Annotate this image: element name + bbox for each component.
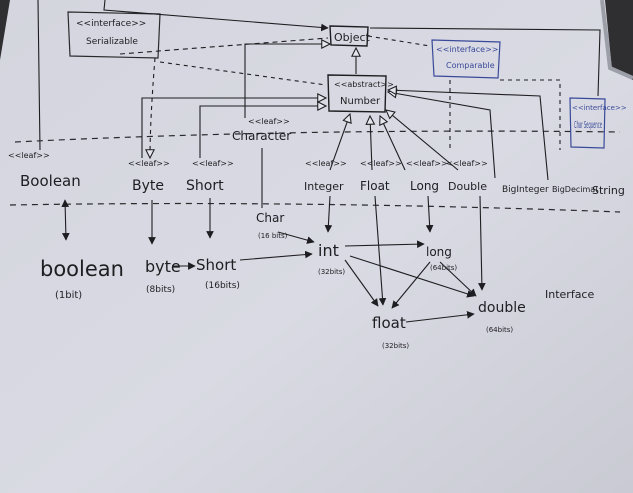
double-bits-label: (64bits) [486, 326, 513, 334]
comparable-stereotype: <<interface>> [436, 45, 499, 54]
boolean-primitive-label: boolean [40, 257, 124, 281]
double-primitive-label: double [478, 300, 526, 316]
boolean-stereotype: <<leaf>> [8, 151, 50, 160]
bigdecimal-wrapper-label: BigDecimal [552, 185, 597, 194]
serializable-interface: <<interface>> Serializable [67, 11, 161, 59]
serializable-label: Serializable [86, 37, 138, 47]
interface-note: Interface [545, 288, 594, 301]
character-label: Character [232, 129, 291, 143]
byte-stereotype: <<leaf>> [128, 159, 170, 168]
separator-bottom [9, 202, 621, 213]
integer-stereotype: <<leaf>> [305, 159, 347, 168]
character-class: <<leaf>> Character [232, 117, 291, 143]
comparable-interface: <<interface>> Comparable [431, 39, 501, 79]
biginteger-wrapper-label: BigInteger [502, 185, 549, 195]
float-stereotype: <<leaf>> [360, 159, 402, 168]
charsequence-label: Char Sequence [574, 120, 602, 131]
number-label: Number [340, 96, 381, 107]
separator-top [14, 130, 621, 143]
charsequence-interface: <<interface>> Char Sequence [569, 97, 627, 149]
character-stereotype: <<leaf>> [248, 117, 290, 126]
short-primitive-label: Short [196, 256, 236, 274]
number-stereotype: <<abstract>> [334, 80, 394, 89]
long-wrapper-label: Long [410, 179, 439, 193]
wrapper-row: <<leaf>> Boolean <<leaf>> Byte <<leaf>> … [8, 151, 625, 197]
short-wrapper-label: Short [186, 178, 224, 194]
float-wrapper-label: Float [360, 179, 390, 193]
comparable-label: Comparable [446, 61, 495, 70]
primitive-types: boolean (1bit) byte (8bits) Short (16bit… [40, 211, 526, 350]
long-stereotype: <<leaf>> [406, 159, 448, 168]
short-bits-label: (16bits) [205, 281, 240, 291]
int-primitive-label: int [318, 241, 339, 260]
charsequence-stereotype: <<interface>> [572, 104, 627, 112]
byte-wrapper-label: Byte [132, 178, 164, 194]
boolean-wrapper-label: Boolean [20, 172, 81, 190]
integer-wrapper-label: Integer [304, 180, 344, 193]
char-primitive-label: Char [256, 211, 284, 225]
int-bits-label: (32bits) [318, 268, 345, 276]
connectors [37, 0, 601, 323]
serializable-stereotype: <<interface>> [76, 19, 146, 29]
string-wrapper-label: String [592, 184, 625, 197]
float-bits-label: (32bits) [382, 342, 409, 350]
char-bits-label: (16 bits) [258, 232, 288, 240]
float-primitive-label: float [372, 314, 406, 332]
long-primitive-label: long [426, 245, 452, 259]
object-class: Object [329, 25, 371, 47]
boolean-bits-label: (1bit) [55, 290, 82, 301]
long-bits-label: (64bits) [430, 264, 457, 272]
object-label: Object [334, 31, 371, 44]
byte-bits-label: (8bits) [146, 285, 175, 295]
double-wrapper-label: Double [448, 180, 487, 193]
short-stereotype: <<leaf>> [192, 159, 234, 168]
double-stereotype: <<leaf>> [446, 159, 488, 168]
number-class: <<abstract>> Number [327, 74, 394, 113]
byte-primitive-label: byte [145, 257, 181, 276]
board-frame [600, 0, 633, 80]
